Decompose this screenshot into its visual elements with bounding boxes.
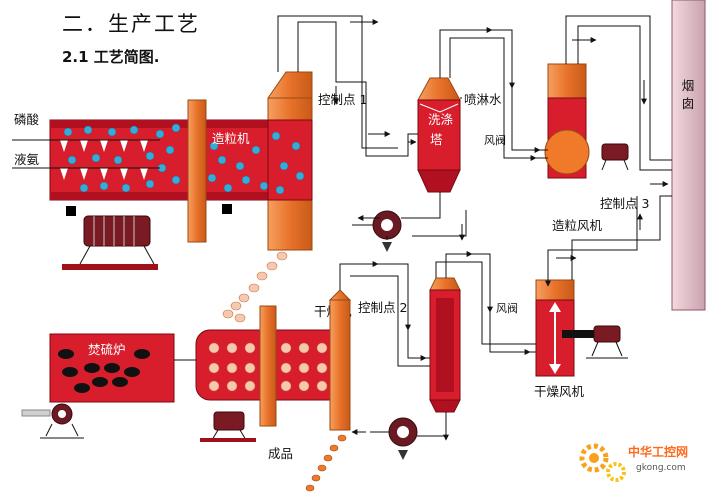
granulator-drum [49, 119, 271, 216]
damper-2-label: 风阀 [496, 301, 518, 315]
spray-water-label: 喷淋水 [464, 92, 502, 107]
chimney: 烟 囱 [671, 0, 706, 311]
control-point-1-label: 控制点 1 [318, 92, 367, 107]
product-label: 成品 [268, 446, 293, 461]
section-heading: 二．生产工艺 [62, 12, 200, 36]
chimney-label-2: 囱 [682, 96, 695, 111]
scrubber-label-1: 洗涤 [428, 112, 453, 127]
damper-1-label: 风阀 [484, 133, 506, 147]
control-point-2-label: 控制点 2 [358, 300, 407, 315]
granulator-motor [62, 215, 158, 270]
dryer-exhaust-duct [328, 289, 352, 431]
drying-fan-tank [535, 279, 600, 377]
chimney-label-1: 烟 [682, 78, 695, 93]
granulator-exhaust-tower [267, 71, 313, 251]
flow-arrows [333, 19, 669, 441]
scrubber-pump [372, 210, 402, 252]
control-point-3-label: 控制点 3 [600, 196, 649, 211]
dryer-pump [388, 417, 418, 460]
phosphoric-acid-label: 磷酸 [14, 112, 40, 127]
drying-fan-label: 干燥风机 [534, 384, 585, 399]
drying-fan-motor [586, 325, 628, 359]
granules [63, 123, 269, 193]
watermark-logo: 中华工控网 gkong.com [579, 443, 688, 482]
scrubber-label-2: 塔 [430, 132, 443, 147]
watermark-url: gkong.com [636, 463, 686, 473]
product-pellets [305, 434, 347, 492]
granulator-label: 造粒机 [212, 131, 250, 146]
sulfur-furnace-label: 焚硫炉 [88, 342, 126, 357]
falling-pellets-1 [222, 251, 288, 323]
granulator-ring [187, 99, 207, 243]
pipe-network [277, 15, 672, 437]
granulation-fan-tank [544, 63, 590, 179]
furnace-blower [21, 403, 84, 439]
feed-lines [12, 139, 160, 169]
granulation-fan-motor [601, 143, 629, 171]
granulation-fan-label: 造粒风机 [552, 218, 603, 233]
subsection-heading: 2.1 工艺简图. [62, 48, 160, 66]
dryer-motor [200, 411, 256, 442]
dryer-ring [259, 305, 277, 427]
granulator-flights [60, 140, 148, 180]
dryer-scrubber-tower [429, 277, 461, 413]
liquid-ammonia-label: 液氨 [14, 152, 40, 167]
sulfur-furnace [49, 333, 175, 403]
watermark-brand: 中华工控网 [628, 444, 688, 459]
scrubber-tower [417, 77, 461, 193]
